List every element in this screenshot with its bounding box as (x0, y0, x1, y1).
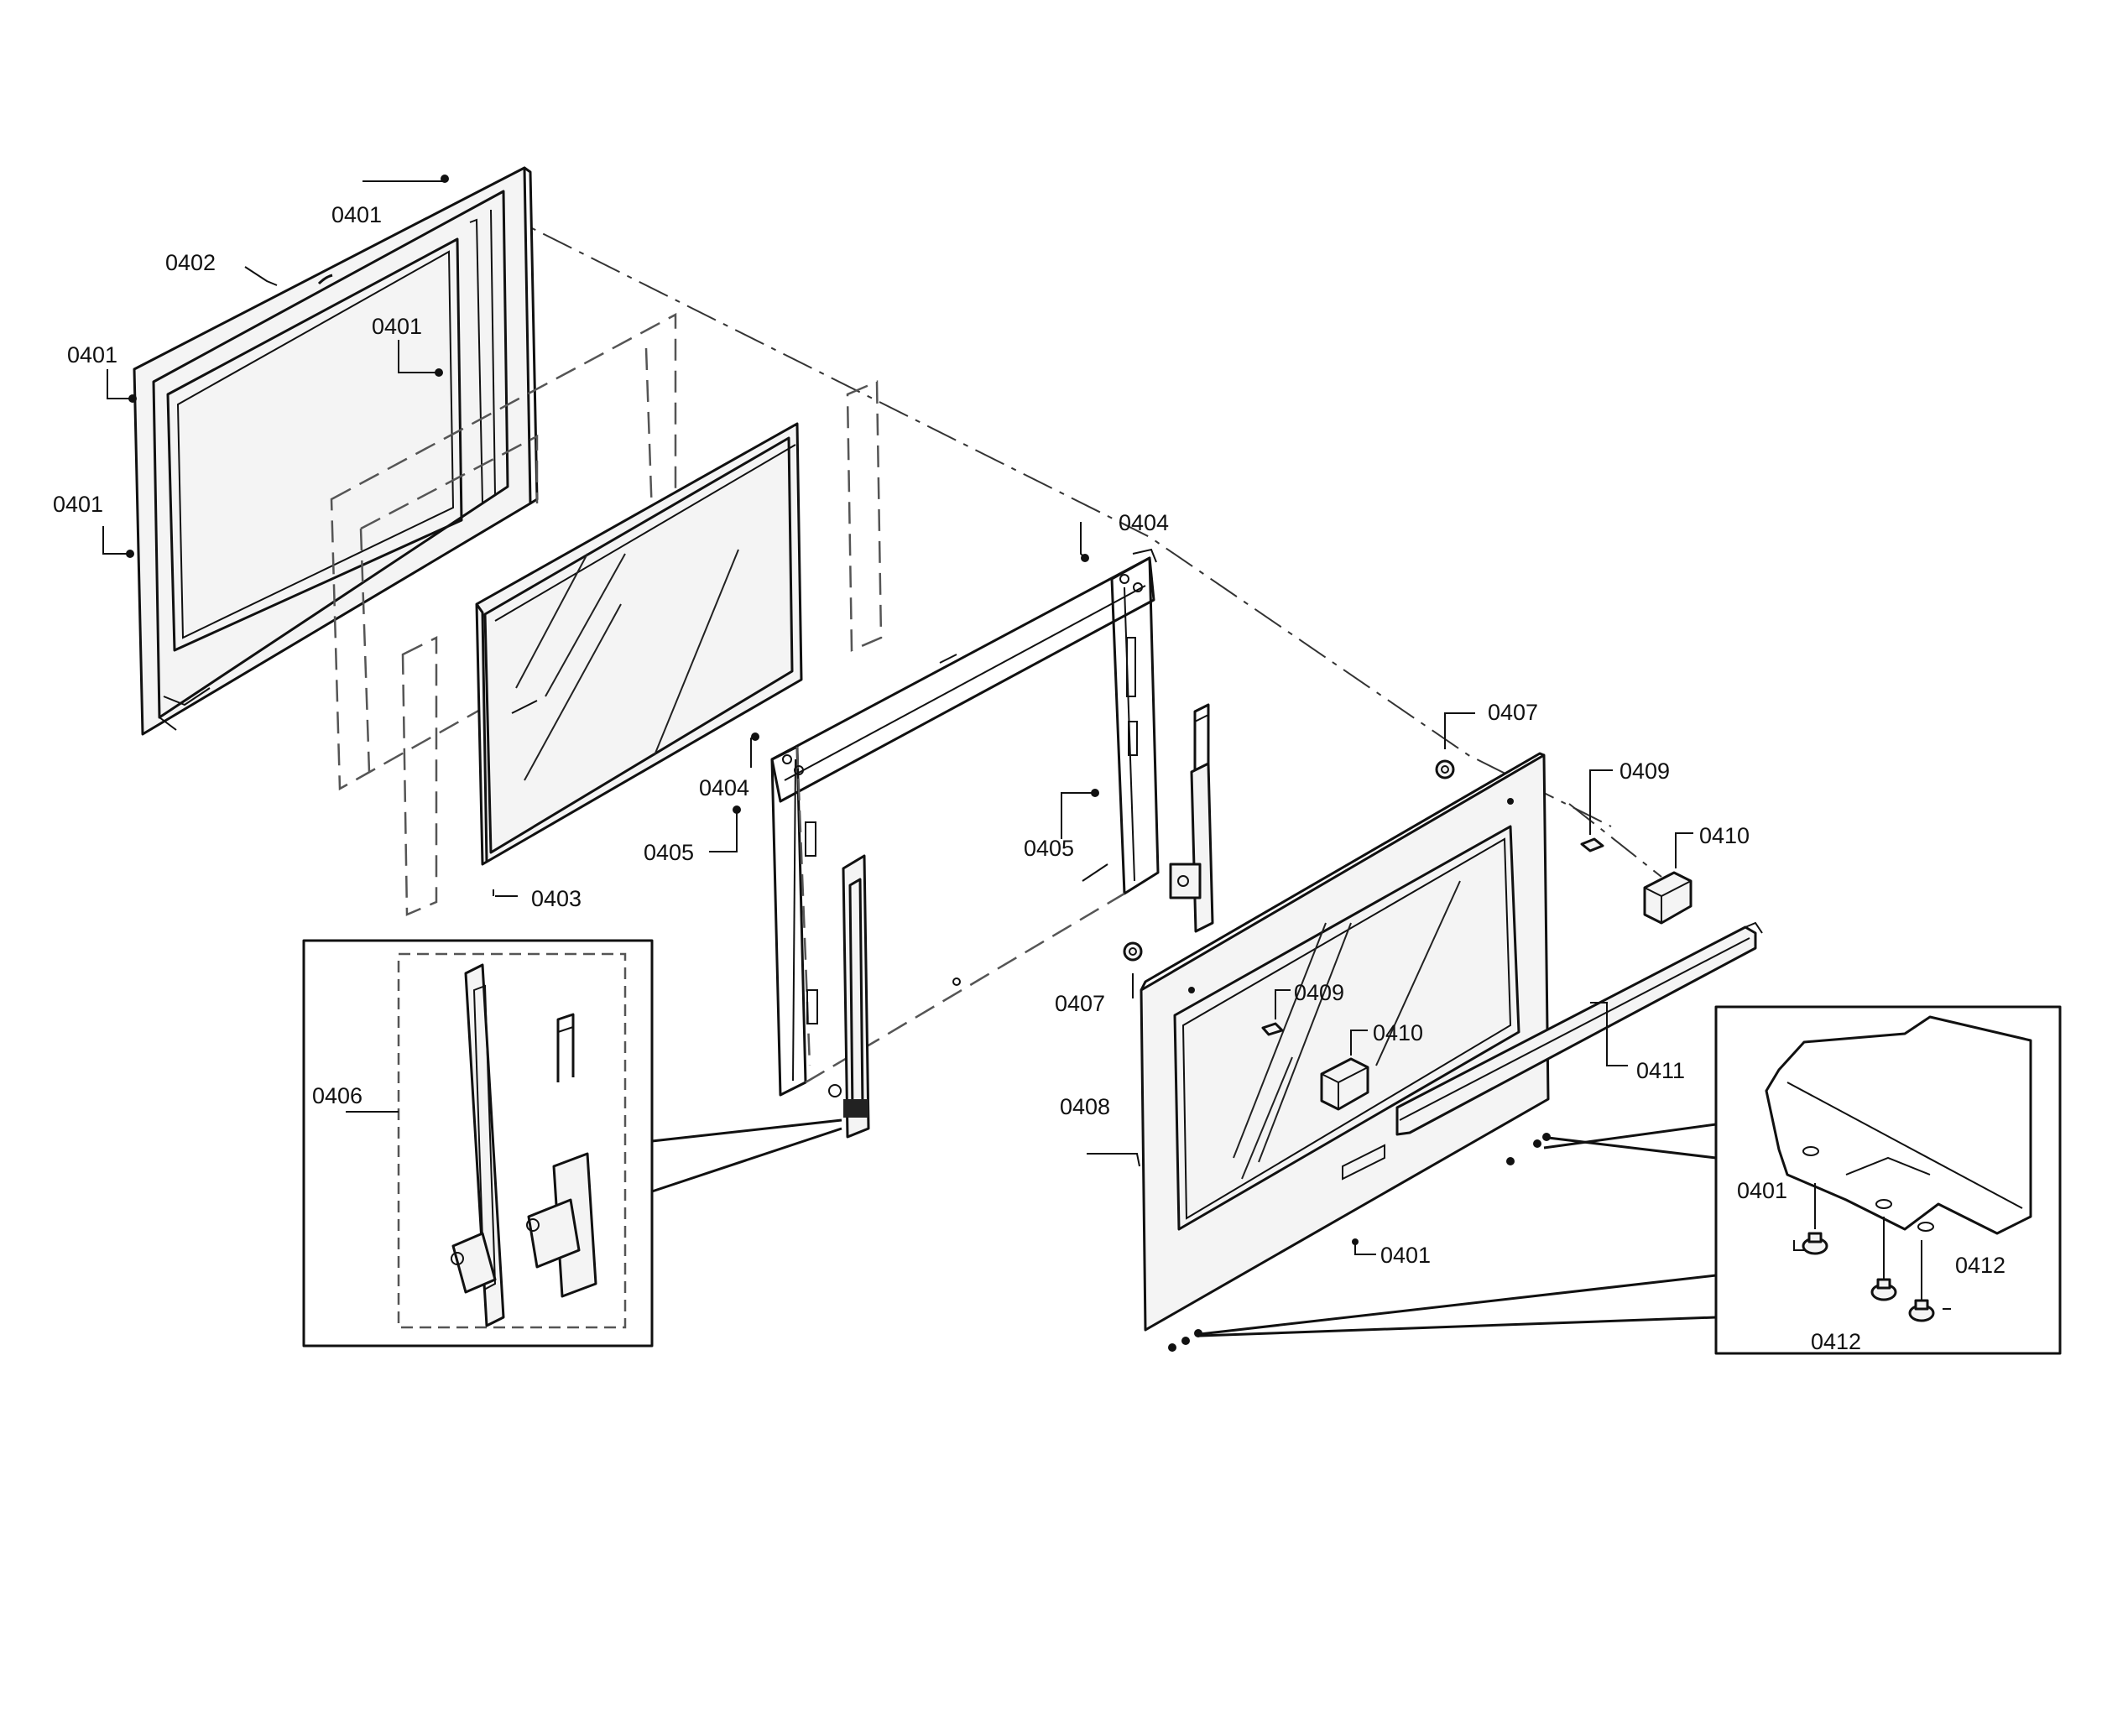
handle-end-caps-0410 (1320, 871, 1692, 1111)
callout-0402: 0402 (165, 250, 216, 275)
callout-0412-a: 0412 (1955, 1253, 2005, 1278)
callout-0405-right: 0405 (1024, 836, 1074, 861)
callout-0401-left-a: 0401 (67, 342, 117, 368)
detail-box-bottom-fasteners (1199, 1005, 2062, 1355)
callout-0412-b: 0412 (1811, 1329, 1861, 1354)
bottom-screws (1168, 1133, 1551, 1352)
callout-0401-detail: 0401 (1737, 1178, 1787, 1203)
handle-pins-0409 (1261, 837, 1604, 1036)
hinge-left-assembly (828, 854, 870, 1139)
callout-0411: 0411 (1636, 1058, 1685, 1083)
callout-0406: 0406 (312, 1083, 362, 1108)
hinge-right-assembly (1169, 703, 1214, 933)
detail-box-hinge-set-0406 (302, 939, 842, 1348)
door-handle-0411 (1395, 921, 1763, 1136)
callout-labels: 0401 0402 0401 0401 0401 0403 0404 0404 … (53, 202, 2005, 1354)
callout-0408: 0408 (1060, 1094, 1110, 1119)
door-chassis-frame (770, 548, 1160, 1097)
callout-0410-low: 0410 (1373, 1020, 1423, 1045)
callout-0410-top: 0410 (1699, 823, 1750, 848)
inner-door-frame-0402 (133, 166, 539, 736)
callout-0409-low: 0409 (1294, 980, 1344, 1005)
callout-leaders (102, 175, 1951, 1310)
callout-0404-left: 0404 (699, 775, 749, 800)
bumpers-0407 (1123, 759, 1455, 962)
callout-0407-low: 0407 (1055, 991, 1105, 1016)
callout-0401-top: 0401 (331, 202, 382, 227)
glass-pane-0403 (475, 422, 803, 866)
outer-door-panel-0408 (1140, 752, 1550, 1332)
callout-0405-left: 0405 (644, 840, 694, 865)
callout-0403: 0403 (531, 886, 582, 911)
callout-0407-top: 0407 (1488, 700, 1538, 725)
callout-0404-top: 0404 (1119, 510, 1169, 535)
callout-0401-bottom: 0401 (1380, 1243, 1431, 1268)
callout-0401-inner: 0401 (372, 314, 422, 339)
callout-0409-top: 0409 (1619, 759, 1670, 784)
callout-0401-left-b: 0401 (53, 492, 103, 517)
